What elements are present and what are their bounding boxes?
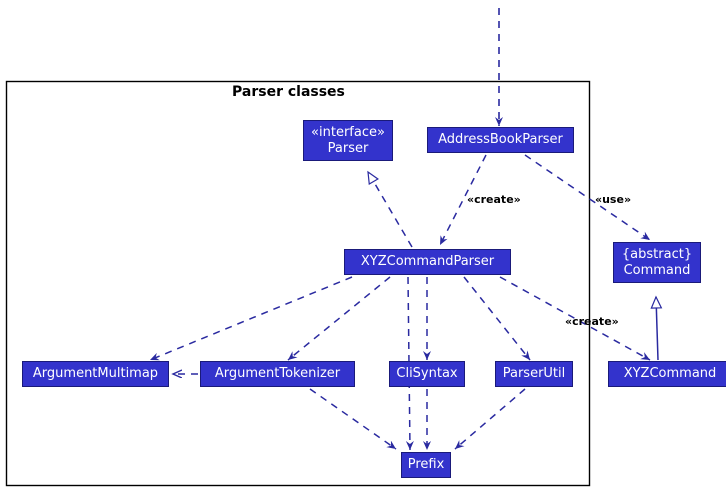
class-stereotype-parser: «interface» [311,124,385,140]
edge-label-create-addressbookparser-xyzcommandparser: «create» [467,193,521,206]
edge-xyzcommandparser-to-parserutil [463,276,531,361]
class-box-command[interactable]: {abstract} Command [613,242,701,283]
package-frame [5,80,591,487]
edge-xyzcommandparser-to-prefix [405,276,414,451]
edge-addressbookparser-uses-command [524,154,651,241]
class-box-clisyntax[interactable]: CliSyntax [389,361,465,387]
class-name-xyzcommand: XYZCommand [623,366,717,381]
class-box-argumentmultimap[interactable]: ArgumentMultimap [22,361,169,387]
class-name-argumentmultimap: ArgumentMultimap [32,366,159,381]
edge-xyzcommand-extends-command [650,295,663,361]
class-box-parserutil[interactable]: ParserUtil [495,361,573,387]
class-name-prefix: Prefix [407,457,445,472]
class-box-prefix[interactable]: Prefix [401,452,451,478]
class-name-xyzcommandparser: XYZCommandParser [360,254,495,269]
edge-xyzcommandparser-creates-xyzcommand [499,276,651,361]
class-name-parserutil: ParserUtil [502,366,566,381]
edge-xyzcommandparser-to-argumenttokenizer [287,276,391,361]
edge-xyzcommandparser-to-argumentmultimap [149,276,353,361]
class-name-command: Command [623,262,691,278]
edge-label-use-addressbookparser-command: «use» [595,193,632,206]
class-box-argumenttokenizer[interactable]: ArgumentTokenizer [200,361,355,387]
edge-label-create-xyzcommandparser-xyzcommand: «create» [565,315,619,328]
class-box-addressbookparser[interactable]: AddressBookParser [427,127,574,153]
edge-xyzcommandparser-realizes-parser [367,170,413,248]
class-box-parser[interactable]: «interface» Parser [303,120,393,161]
class-name-argumenttokenizer: ArgumentTokenizer [214,366,341,381]
class-name-clisyntax: CliSyntax [396,366,458,381]
class-box-xyzcommandparser[interactable]: XYZCommandParser [344,249,511,275]
class-modifier-command: {abstract} [621,246,693,262]
class-box-xyzcommand[interactable]: XYZCommand [608,361,726,387]
edge-argumenttokenizer-to-prefix [309,388,397,450]
edge-parserutil-to-prefix [454,388,526,450]
edge-addressbookparser-creates-xyzcommandparser [439,154,487,246]
class-name-addressbookparser: AddressBookParser [438,132,563,147]
class-name-parser: Parser [327,140,369,156]
package-frame-title: Parser classes [232,84,345,100]
